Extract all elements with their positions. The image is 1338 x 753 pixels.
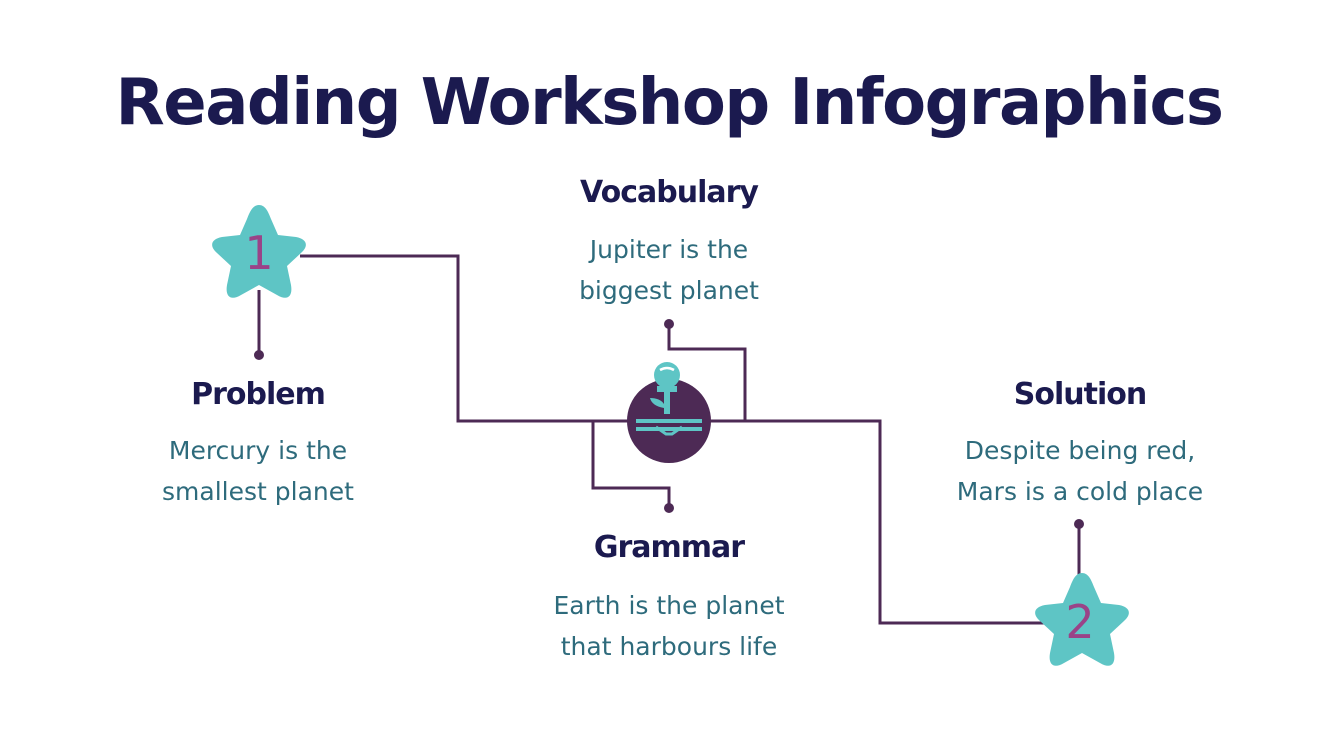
grammar-text: Earth is the planet that harbours life <box>553 591 785 661</box>
grammar-dot <box>664 503 674 513</box>
problem-text: Mercury is the smallest planet <box>162 436 354 506</box>
grammar-heading: Grammar <box>593 530 745 565</box>
book-with-flower-icon <box>627 362 711 463</box>
problem-heading: Problem <box>191 377 326 412</box>
star-2-number: 2 <box>1065 595 1095 649</box>
star-2-icon <box>1035 573 1129 666</box>
solution-text: Despite being red, Mars is a cold place <box>956 436 1204 506</box>
vocabulary-dot <box>664 319 674 329</box>
star-1-icon <box>212 205 306 298</box>
page-title: Reading Workshop Infographics <box>115 66 1225 140</box>
solution-heading: Solution <box>1013 377 1147 412</box>
solution-dot <box>1074 519 1084 529</box>
star-1-number: 1 <box>244 226 274 280</box>
vocabulary-text: Jupiter is the biggest planet <box>579 235 759 305</box>
problem-dot <box>254 350 264 360</box>
vocabulary-heading: Vocabulary <box>580 175 759 210</box>
